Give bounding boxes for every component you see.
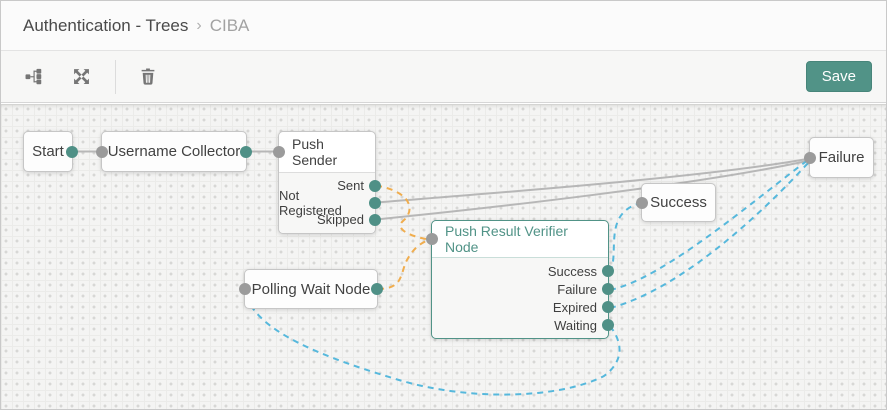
- output-expired-label: Expired: [552, 299, 597, 315]
- node-username-collector-label: Username Collector: [107, 143, 241, 160]
- node-push-result-verifier-header: Push Result Verifier Node: [426, 221, 608, 258]
- connection-polling-wait-to-verifier[interactable]: [377, 239, 430, 290]
- auto-layout-tree-icon[interactable]: [15, 59, 51, 95]
- fullscreen-icon[interactable]: [63, 59, 99, 95]
- output-port[interactable]: [602, 301, 614, 313]
- node-polling-wait[interactable]: Polling Wait Node: [239, 269, 383, 309]
- output-port[interactable]: [369, 196, 381, 209]
- node-success[interactable]: Success: [636, 183, 716, 222]
- node-username-collector[interactable]: Username Collector: [96, 131, 252, 172]
- output-success-label: Success: [547, 263, 597, 279]
- output-success: Success: [432, 262, 614, 280]
- output-waiting: Waiting: [432, 316, 614, 334]
- output-port[interactable]: [369, 213, 381, 226]
- connection-verifier-waiting-to-polling-wait[interactable]: [244, 290, 621, 396]
- output-port[interactable]: [369, 179, 381, 192]
- breadcrumb-separator: ›: [196, 16, 202, 34]
- input-port[interactable]: [273, 146, 285, 158]
- node-push-result-verifier-label: Push Result Verifier Node: [445, 223, 568, 255]
- output-failure: Failure: [432, 280, 614, 298]
- node-push-result-verifier[interactable]: Push Result Verifier Node Success Failur…: [426, 220, 614, 339]
- node-start-label: Start: [32, 143, 64, 160]
- node-push-sender-outputs: Sent Not Registered Skipped: [279, 173, 381, 233]
- node-polling-wait-label: Polling Wait Node: [251, 280, 371, 298]
- output-port[interactable]: [240, 145, 252, 158]
- node-push-sender-label: Push Sender: [292, 136, 338, 168]
- toolbar-divider: [115, 59, 116, 94]
- connection-verifier-success-to-success[interactable]: [609, 202, 642, 273]
- tree-canvas[interactable]: [1, 104, 886, 409]
- input-port[interactable]: [96, 145, 108, 158]
- output-sent: Sent: [279, 177, 381, 194]
- input-port[interactable]: [239, 283, 251, 295]
- output-not-registered-label: Not Registered: [279, 187, 342, 218]
- connection-verifier-failure-to-failure[interactable]: [609, 159, 809, 291]
- toolbar: Save: [1, 51, 886, 103]
- output-port[interactable]: [602, 319, 614, 331]
- input-port[interactable]: [636, 196, 648, 209]
- node-push-sender-header: Push Sender: [273, 132, 375, 173]
- output-skipped-label: Skipped: [317, 212, 364, 227]
- connection-skipped-to-failure[interactable]: [375, 160, 808, 221]
- output-port[interactable]: [602, 283, 614, 295]
- output-not-registered: Not Registered: [279, 188, 381, 218]
- node-push-result-verifier-outputs: Success Failure Expired Waiting: [432, 258, 614, 338]
- node-push-sender[interactable]: Push Sender Sent Not Registered Skipped: [273, 131, 381, 234]
- output-failure-label: Failure: [557, 281, 597, 297]
- breadcrumb: Authentication - Trees › CIBA: [1, 1, 886, 51]
- output-port[interactable]: [371, 283, 383, 295]
- breadcrumb-current-page: CIBA: [209, 15, 250, 35]
- connection-verifier-expired-to-failure[interactable]: [609, 162, 809, 309]
- node-failure[interactable]: Failure: [804, 137, 874, 178]
- output-port[interactable]: [66, 145, 78, 158]
- breadcrumb-section-link[interactable]: Authentication - Trees: [23, 15, 189, 35]
- output-waiting-label: Waiting: [554, 317, 597, 333]
- node-failure-label: Failure: [818, 149, 865, 166]
- output-expired: Expired: [432, 298, 614, 316]
- output-port[interactable]: [602, 265, 614, 277]
- node-success-label: Success: [650, 194, 707, 211]
- connection-not-registered-to-failure[interactable]: [375, 158, 808, 204]
- output-skipped: Skipped: [279, 211, 381, 228]
- connection-sent-to-verifier[interactable]: [375, 184, 430, 241]
- input-port[interactable]: [426, 233, 438, 245]
- save-button[interactable]: Save: [805, 61, 872, 92]
- delete-trash-icon[interactable]: [130, 59, 166, 95]
- input-port[interactable]: [804, 151, 816, 164]
- node-start[interactable]: Start: [23, 131, 78, 172]
- output-sent-label: Sent: [337, 178, 364, 193]
